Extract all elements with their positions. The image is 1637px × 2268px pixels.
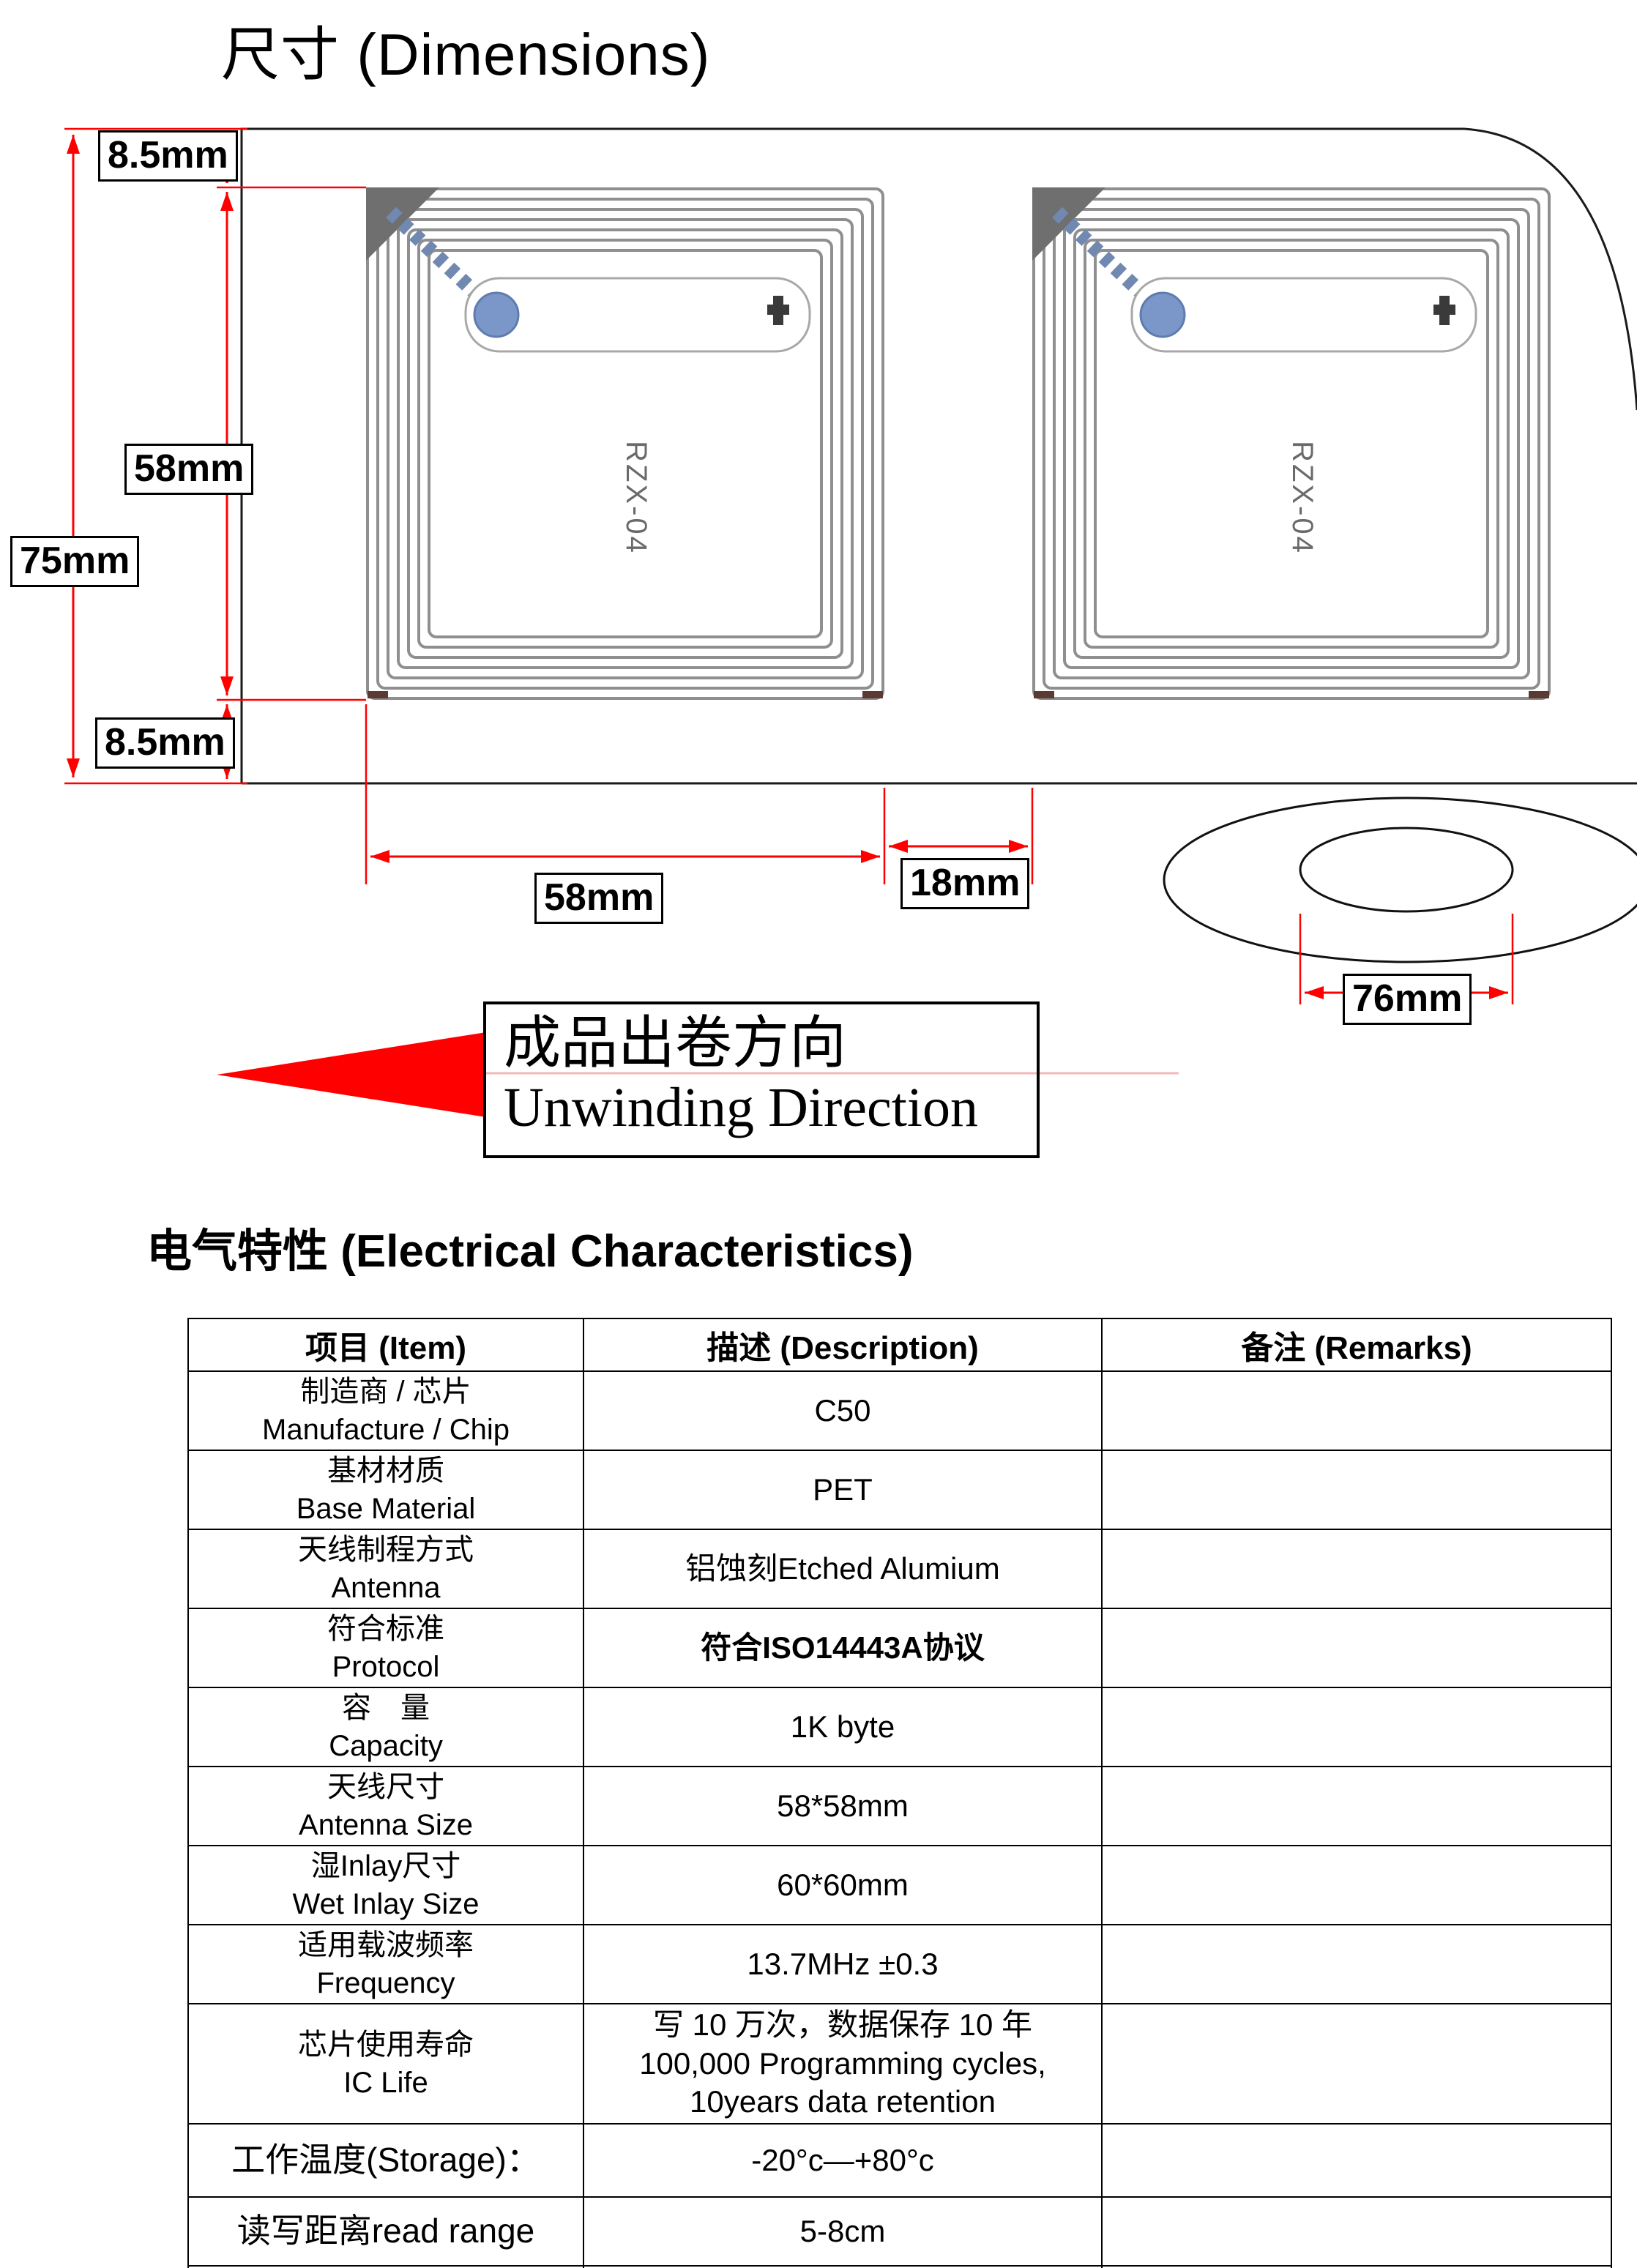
item-cn: 适用载波频率	[298, 1929, 474, 1961]
unwinding-text-en: Unwinding Direction	[504, 1076, 979, 1138]
item-cn: 符合标准	[327, 1613, 444, 1645]
remarks-cell	[1101, 1845, 1612, 1925]
remarks-cell	[1101, 1924, 1612, 2004]
item-cell: 符合标准 Protocol	[187, 1608, 584, 1688]
item-en: Capacity	[329, 1730, 443, 1762]
description-cell: 5-8cm	[583, 2196, 1103, 2267]
description-line: 100,000 Programming cycles,	[639, 2045, 1046, 2081]
table-row: 工作温度(Storage)： -20°c—+80°c	[187, 2123, 1612, 2198]
dim-label-top-margin: 8.5mm	[98, 130, 238, 182]
table-row: 天线尺寸 Antenna Size 58*58mm	[187, 1766, 1612, 1846]
item-cn: 芯片使用寿命	[298, 2029, 474, 2061]
table-row: 符合标准 Protocol 符合ISO14443A协议	[187, 1608, 1612, 1688]
table-row: 天线制程方式 Antenna 铝蚀刻Etched Alumium	[187, 1529, 1612, 1609]
description-line: 10years data retention	[690, 2084, 996, 2119]
table-row: 芯片使用寿命 IC Life 写 10 万次，数据保存 10 年 100,000…	[187, 2003, 1612, 2125]
item-cn: 读写距离read range	[236, 2212, 535, 2250]
spec-table: 项目 (Item) 描述 (Description) 备注 (Remarks) …	[187, 1318, 1612, 2268]
item-cell: 湿Inlay尺寸 Wet Inlay Size	[187, 1845, 584, 1925]
description-cell	[583, 2265, 1103, 2268]
item-cell: 适用载波频率 Frequency	[187, 1924, 584, 2004]
remarks-cell	[1101, 1450, 1612, 1530]
item-en: Protocol	[332, 1651, 440, 1683]
header-item: 项目 (Item)	[187, 1318, 584, 1372]
description-cell: -20°c—+80°c	[583, 2123, 1103, 2198]
dim-label-antenna-width: 58mm	[534, 873, 664, 924]
item-cell: 芯片使用寿命 IC Life	[187, 2003, 584, 2125]
item-en: Wet Inlay Size	[292, 1888, 480, 1920]
table-header-row: 项目 (Item) 描述 (Description) 备注 (Remarks)	[187, 1318, 1612, 1372]
section-title-electrical: 电气特性 (Electrical Characteristics)	[146, 1226, 914, 1277]
item-en: Base Material	[296, 1493, 476, 1525]
dimensions-diagram: RZX-04 RZX-04	[64, 127, 1637, 1117]
item-en: Frequency	[316, 1967, 455, 1999]
remarks-cell	[1101, 2196, 1612, 2267]
tag-label: RZX-04	[1286, 441, 1319, 555]
item-en: IC Life	[343, 2067, 428, 2099]
table-row: 基材材质 Base Material PET	[187, 1450, 1612, 1530]
item-en: Antenna Size	[299, 1809, 473, 1841]
remarks-cell	[1101, 1687, 1612, 1767]
item-en: Antenna	[331, 1572, 441, 1604]
description-cell: PET	[583, 1450, 1103, 1530]
dim-label-core-diameter: 76mm	[1343, 974, 1472, 1025]
unwinding-direction-box: 成品出卷方向 Unwinding Direction	[483, 1001, 1040, 1158]
remarks-cell	[1101, 2123, 1612, 2198]
item-cell: 天线尺寸 Antenna Size	[187, 1766, 584, 1846]
table-row: 读写距离read range 5-8cm	[187, 2196, 1612, 2267]
item-cell: 基材材质 Base Material	[187, 1450, 584, 1530]
description-cell: 1K byte	[583, 1687, 1103, 1767]
dim-label-total-height: 75mm	[10, 536, 140, 587]
dim-label-tag-gap: 18mm	[900, 858, 1030, 909]
web-outline	[240, 127, 1637, 785]
description-cell: C50	[583, 1370, 1103, 1451]
header-remarks: 备注 (Remarks)	[1101, 1318, 1612, 1372]
remarks-cell	[1101, 1608, 1612, 1688]
table-row	[187, 2265, 1612, 2268]
item-cn: 天线制程方式	[298, 1534, 474, 1566]
item-cell: 制造商 / 芯片 Manufacture / Chip	[187, 1370, 584, 1451]
description-cell: 58*58mm	[583, 1766, 1103, 1846]
description-cell: 写 10 万次，数据保存 10 年 100,000 Programming cy…	[583, 2003, 1103, 2125]
item-cn: 制造商 / 芯片	[300, 1376, 471, 1408]
table-row: 容 量 Capacity 1K byte	[187, 1687, 1612, 1767]
remarks-cell	[1101, 1370, 1612, 1451]
description-cell: 13.7MHz ±0.3	[583, 1924, 1103, 2004]
roll-core-inner	[1299, 827, 1514, 913]
item-cn: 湿Inlay尺寸	[310, 1850, 461, 1882]
item-cell: 容 量 Capacity	[187, 1687, 584, 1767]
item-cell	[187, 2265, 584, 2268]
page-title: 尺寸 (Dimensions)	[221, 22, 711, 87]
dim-label-antenna-height: 58mm	[124, 444, 254, 495]
description-cell: 60*60mm	[583, 1845, 1103, 1925]
remarks-cell	[1101, 2265, 1612, 2268]
item-cn: 天线尺寸	[327, 1771, 444, 1803]
item-cn: 工作温度(Storage)：	[231, 2141, 540, 2179]
dim-label-bottom-margin: 8.5mm	[95, 717, 235, 769]
item-cn: 容 量	[342, 1692, 430, 1724]
item-cell: 工作温度(Storage)：	[187, 2123, 584, 2198]
unwinding-text-cn: 成品出卷方向	[504, 1011, 847, 1075]
header-description: 描述 (Description)	[583, 1318, 1103, 1372]
table-row: 适用载波频率 Frequency 13.7MHz ±0.3	[187, 1924, 1612, 2004]
item-cell: 天线制程方式 Antenna	[187, 1529, 584, 1609]
description-cell: 铝蚀刻Etched Alumium	[583, 1529, 1103, 1609]
table-row: 制造商 / 芯片 Manufacture / Chip C50	[187, 1370, 1612, 1451]
remarks-cell	[1101, 1766, 1612, 1846]
unwinding-arrow-icon	[217, 1032, 486, 1117]
remarks-cell	[1101, 1529, 1612, 1609]
item-cell: 读写距离read range	[187, 2196, 584, 2267]
description-line: 写 10 万次，数据保存 10 年	[652, 2007, 1033, 2043]
table-row: 湿Inlay尺寸 Wet Inlay Size 60*60mm	[187, 1845, 1612, 1925]
item-en: Manufacture / Chip	[262, 1414, 510, 1446]
description-cell: 符合ISO14443A协议	[583, 1608, 1103, 1688]
item-cn: 基材材质	[327, 1455, 444, 1487]
tag-label: RZX-04	[620, 441, 652, 555]
remarks-cell	[1101, 2003, 1612, 2125]
